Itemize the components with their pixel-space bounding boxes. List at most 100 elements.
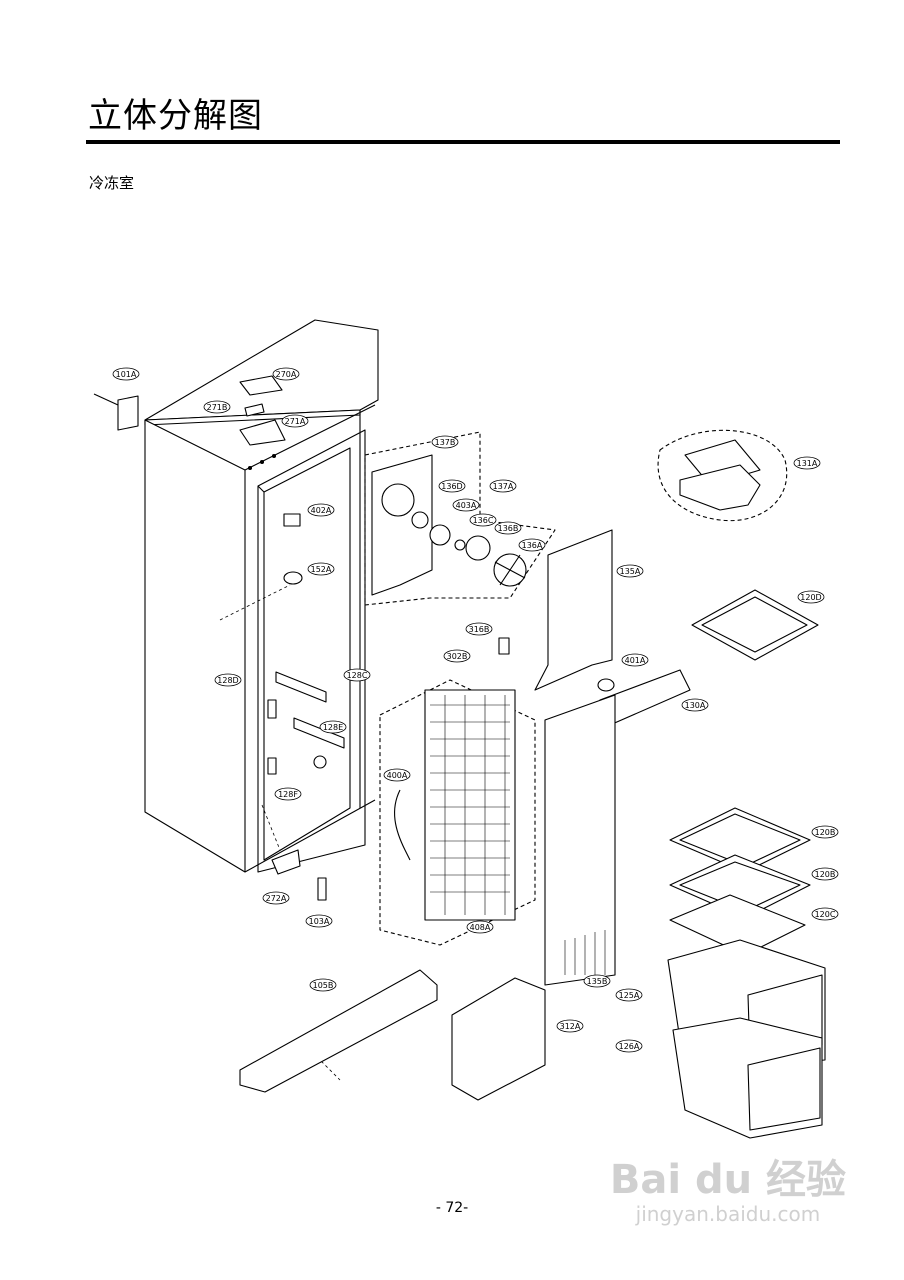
callout-312a: 312A [556,1019,584,1033]
callout-136b: 136B [494,521,522,535]
callout-130a: 130A [681,698,709,712]
svg-text:128C: 128C [347,671,368,680]
svg-text:408A: 408A [470,923,491,932]
evaporator-outline [379,679,536,946]
svg-text:131A: 131A [797,459,818,468]
callout-135a: 135A [616,564,644,578]
svg-text:152A: 152A [311,565,332,574]
svg-text:136B: 136B [498,524,519,533]
callout-271b: 271B [203,400,231,414]
callout-128c: 128C [343,668,371,682]
svg-text:120D: 120D [800,593,821,602]
svg-text:120C: 120C [815,910,836,919]
part-316b [498,637,510,655]
callout-120c: 120C [811,907,839,921]
watermark: Bai du 经验 jingyan.baidu.com [610,1158,846,1226]
callout-125a: 125A [615,988,643,1002]
callout-272a: 272A [262,891,290,905]
svg-text:128F: 128F [278,790,298,799]
callout-400a: 400A [383,768,411,782]
section-subtitle: 冷冻室 [89,174,135,192]
callout-401a: 401A [621,653,649,667]
svg-text:126A: 126A [619,1042,640,1051]
heater-400a [394,789,411,861]
svg-text:130A: 130A [685,701,706,710]
callout-408a: 408A [466,920,494,934]
shelf-120c [669,894,806,956]
grille-105b [239,969,438,1093]
callout-152a: 152A [307,562,335,576]
callout-103a: 103A [305,914,333,928]
bracket-272a [271,849,301,875]
hinge-271b [244,403,265,417]
callout-136c: 136C [469,513,497,527]
svg-text:316B: 316B [469,625,490,634]
svg-text:136D: 136D [441,482,462,491]
svg-text:272A: 272A [266,894,287,903]
svg-text:401A: 401A [625,656,646,665]
callout-131a: 131A [793,456,821,470]
callout-105b: 105B [309,978,337,992]
cover-312a [451,977,546,1101]
ice-tray-outline [657,429,788,522]
callout-120b-1: 120B [811,825,839,839]
svg-text:137A: 137A [493,482,514,491]
svg-text:120B: 120B [815,870,836,879]
svg-text:137B: 137B [435,438,456,447]
evaporator-302b [424,689,516,921]
dashed-leader-lines [219,584,341,1081]
callout-403a: 403A [452,498,480,512]
callout-128d: 128D [214,673,242,687]
callout-128e: 128E [319,720,347,734]
title-rule [86,140,840,144]
callout-136d: 136D [438,479,466,493]
svg-text:135B: 135B [587,977,608,986]
rail-128d [267,699,277,719]
page-title: 立体分解图 [88,96,263,136]
svg-text:101A: 101A [116,370,137,379]
svg-text:403A: 403A [456,501,477,510]
callout-270a: 270A [272,367,300,381]
svg-text:400A: 400A [387,771,408,780]
part-152a [283,571,303,585]
callout-101a: 101A [112,367,140,381]
svg-text:128E: 128E [323,723,343,732]
rear-panel-135a [534,529,613,691]
callout-302b: 302B [443,649,471,663]
svg-text:103A: 103A [309,917,330,926]
svg-text:135A: 135A [620,567,641,576]
svg-text:136C: 136C [473,516,494,525]
callout-128f: 128F [274,787,302,801]
callout-120b-2: 120B [811,867,839,881]
hinge-part-101a [93,393,139,431]
svg-text:302B: 302B [447,652,468,661]
svg-text:136A: 136A [522,541,543,550]
svg-text:271B: 271B [207,403,228,412]
callout-137a: 137A [489,479,517,493]
part-402a [283,513,301,527]
callout-135b: 135B [583,974,611,988]
leveler-103a [317,877,327,901]
svg-text:312A: 312A [560,1022,581,1031]
svg-text:271A: 271A [285,417,306,426]
svg-text:270A: 270A [276,370,297,379]
callout-136a: 136A [518,538,546,552]
page-number: - 72- [435,1200,469,1216]
svg-text:125A: 125A [619,991,640,1000]
svg-text:128D: 128D [217,676,238,685]
hinge-cover-270a [239,375,283,396]
svg-text:402A: 402A [311,506,332,515]
callout-137b: 137B [431,435,459,449]
part-401a [597,678,615,692]
rail-128f [267,757,277,775]
callout-120d: 120D [797,590,825,604]
rail-128c [275,671,327,703]
watermark-brand: Bai du 经验 [609,1157,846,1203]
rear-cover-135b [544,694,616,986]
svg-text:105B: 105B [313,981,334,990]
callout-402a: 402A [307,503,335,517]
cabinet [144,319,379,873]
svg-text:120B: 120B [815,828,836,837]
callout-316b: 316B [465,622,493,636]
